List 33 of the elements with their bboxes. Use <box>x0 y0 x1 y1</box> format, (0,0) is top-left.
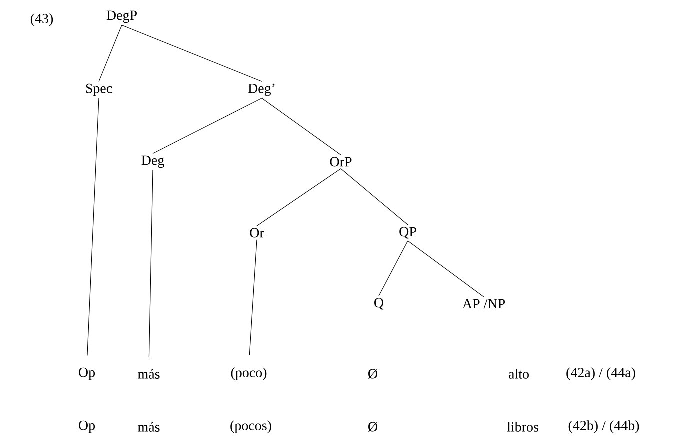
word-label: más <box>138 422 160 432</box>
tree-label: Deg <box>142 156 164 168</box>
tree-label: OrP <box>330 157 352 167</box>
word-label: Ø <box>368 369 378 379</box>
word-label: (42a) / (44a) <box>566 368 636 380</box>
word-label: alto <box>509 369 529 379</box>
tree-label: DegP <box>106 10 137 24</box>
example-number: (43) <box>30 14 54 26</box>
tree-label: Q <box>374 298 384 310</box>
tree-branch <box>122 25 262 82</box>
tree-label: más <box>138 369 160 379</box>
tree-branch <box>256 168 342 226</box>
tree-branch <box>152 98 262 154</box>
tree-label: Or <box>250 228 264 238</box>
word-label: libros <box>507 422 538 432</box>
tree-branch <box>87 98 100 356</box>
word-label: Ø <box>368 422 378 432</box>
tree-branch <box>378 240 408 296</box>
tree-label: AP /NP <box>462 299 506 309</box>
tree-branch <box>148 170 154 358</box>
tree-branch <box>408 240 484 298</box>
tree-label: Spec <box>86 84 112 96</box>
word-label: (42b) / (44b) <box>568 420 640 434</box>
tree-label: (poco) <box>231 368 267 380</box>
tree-branch <box>249 240 258 356</box>
tree-label: Deg’ <box>248 84 275 96</box>
word-label: Op <box>79 420 96 434</box>
tree-branch <box>340 168 408 226</box>
word-label: (pocos) <box>230 420 272 434</box>
tree-label: Op <box>79 368 96 380</box>
tree-branch <box>98 25 122 82</box>
tree-branch <box>262 98 342 156</box>
tree-label: QP <box>400 227 416 239</box>
